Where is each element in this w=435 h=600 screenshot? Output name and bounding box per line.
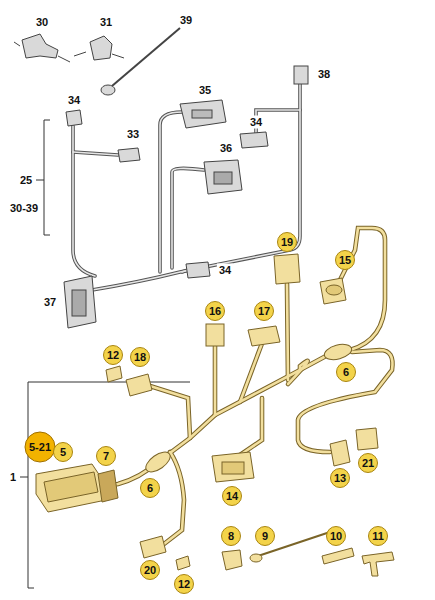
wire	[287, 284, 288, 380]
wire	[92, 84, 300, 290]
wire	[150, 386, 190, 438]
callout-number: 30-39	[8, 202, 40, 215]
callout-number: 5	[53, 442, 73, 462]
callout-number: 34	[217, 264, 233, 277]
callout-number: 14	[222, 486, 242, 506]
wire	[340, 228, 385, 350]
callout-number: 19	[277, 232, 297, 252]
upper-parts	[14, 28, 308, 328]
callout-number: 12	[103, 345, 123, 365]
wire	[164, 452, 184, 544]
callout-number: 17	[254, 301, 274, 321]
callout-number: 6	[336, 362, 356, 382]
callout-number: 39	[178, 14, 194, 27]
wire	[288, 361, 308, 384]
wire	[340, 228, 385, 350]
wire	[150, 386, 190, 438]
callout-number: 16	[205, 301, 225, 321]
wire	[92, 84, 300, 290]
callout-number: 33	[125, 128, 141, 141]
callout-number: 34	[248, 116, 264, 129]
callout-number: 7	[96, 446, 116, 466]
callout-number: 9	[255, 526, 275, 546]
callout-number: 1	[8, 471, 18, 484]
wire	[164, 452, 184, 544]
callout-number: 13	[330, 468, 350, 488]
wire	[172, 168, 204, 268]
wire	[73, 152, 118, 155]
wire	[73, 126, 95, 276]
wire	[240, 398, 262, 455]
wire	[287, 284, 288, 380]
wire	[240, 398, 262, 455]
callout-number: 34	[66, 94, 82, 107]
wire	[240, 338, 264, 402]
wire	[172, 168, 204, 268]
callout-number: 8	[221, 526, 241, 546]
wire	[288, 361, 308, 384]
wire	[298, 350, 393, 452]
callout-number: 35	[197, 84, 213, 97]
wire	[73, 126, 95, 276]
callout-number: 18	[130, 347, 150, 367]
callout-number: 21	[358, 453, 378, 473]
callout-number: 30	[34, 16, 50, 29]
callout-number: 25	[18, 174, 34, 187]
callout-number: 11	[368, 526, 388, 546]
wires	[73, 84, 393, 544]
wire	[213, 346, 218, 415]
callout-number: 31	[98, 16, 114, 29]
callout-number: 37	[42, 296, 58, 309]
wire	[73, 152, 118, 155]
callout-number: 36	[218, 142, 234, 155]
callout-number: 38	[316, 68, 332, 81]
lower-parts	[36, 254, 394, 576]
callout-number: 20	[140, 560, 160, 580]
callout-number: 6	[140, 478, 160, 498]
callout-number: 5-21	[25, 432, 56, 463]
bracket	[20, 120, 190, 588]
wire	[214, 346, 217, 415]
wire	[160, 112, 182, 272]
wire	[298, 350, 393, 452]
callout-number: 10	[326, 526, 346, 546]
callout-number: 12	[174, 574, 194, 594]
callout-number: 15	[335, 250, 355, 270]
